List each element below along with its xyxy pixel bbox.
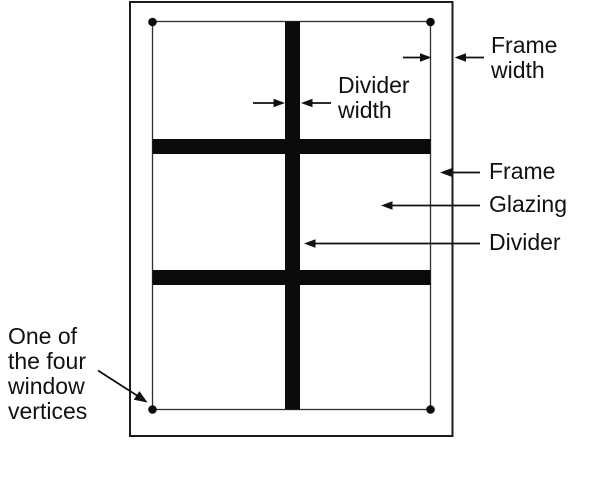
frame-width-left-arrow-icon (454, 53, 484, 62)
window-drawing (129, 1, 454, 437)
annotation-arrows (97, 53, 484, 403)
vertical-divider-bar (285, 21, 300, 410)
glazing-label: Glazing (489, 191, 567, 217)
divider-pointer-left-arrow-icon (304, 239, 480, 248)
window-vertex-dot-bottom-left (148, 405, 157, 414)
glazing-pointer-left-arrow-icon (381, 201, 480, 210)
window-vertex-dot-top-left (148, 17, 157, 27)
vertex-note-line3: window (8, 373, 85, 399)
vertex-note-line4: vertices (8, 398, 88, 424)
vertex-pointer-diagonal-down-right-arrow-icon (97, 369, 148, 403)
divider-width-label-line2: width (338, 97, 392, 123)
divider-width-left-arrow-icon (301, 98, 331, 108)
horizontal-divider-bar-upper (152, 139, 431, 154)
frame-width-label: Frame width (491, 33, 557, 83)
frame-width-label-line1: Frame (491, 32, 558, 58)
vertex-note-line2: the four (8, 348, 86, 374)
frame-label: Frame (489, 158, 556, 184)
vertex-note-line1: One of (8, 323, 78, 349)
divider-label: Divider (489, 229, 561, 255)
window-vertex-dot-top-right (426, 17, 435, 27)
horizontal-divider-bar-lower (152, 270, 431, 285)
frame-width-label-line2: width (491, 57, 545, 83)
divider-width-right-arrow-icon (253, 98, 285, 108)
vertex-note-label: One of the four window vertices (8, 324, 87, 424)
divider-width-label: Divider width (338, 73, 410, 123)
frame-pointer-left-arrow-icon (440, 168, 480, 177)
divider-width-label-line1: Divider (338, 72, 410, 98)
window-vertex-dot-bottom-right (426, 405, 435, 414)
frame-width-right-arrow-icon (403, 53, 432, 62)
